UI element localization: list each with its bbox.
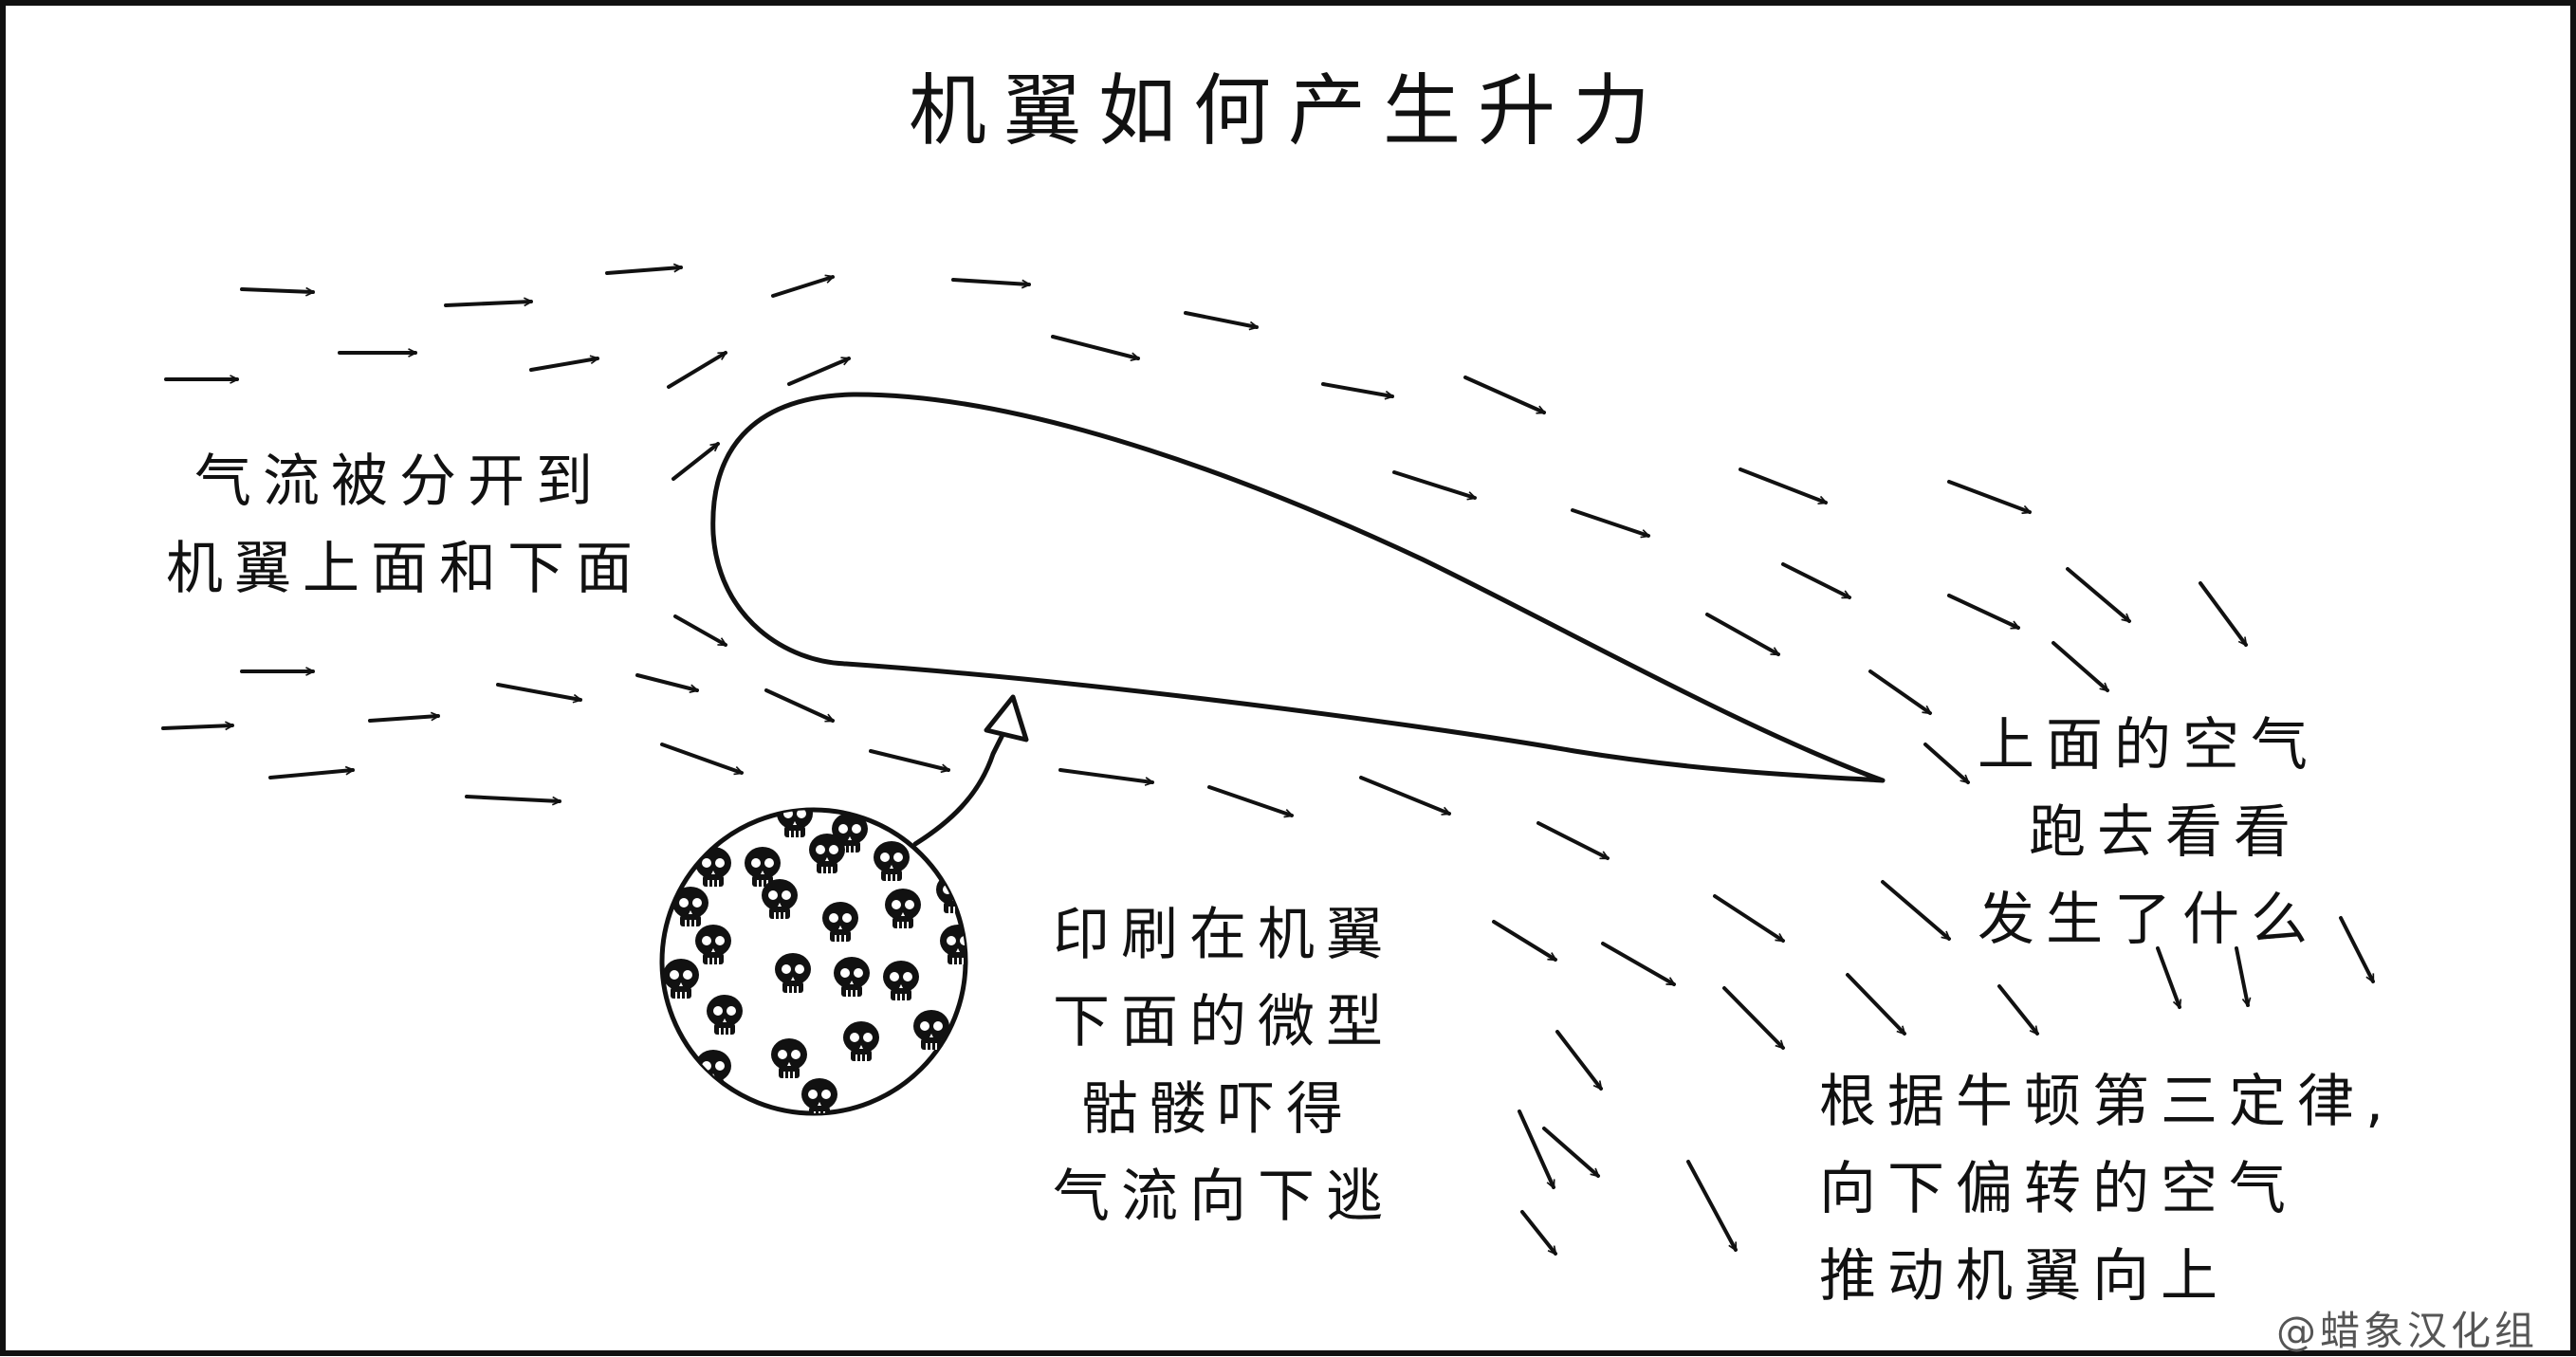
arrow-icon	[1722, 986, 1785, 1050]
arrow-icon	[2235, 946, 2248, 1005]
diagram-title: 机翼如何产生升力	[909, 66, 1668, 156]
top-air-caption-line: 发生了什么	[1978, 887, 2319, 953]
arrow-icon	[2339, 916, 2375, 981]
arrow-icon	[496, 683, 580, 700]
arrow-icon	[2066, 567, 2129, 623]
arrow-icon	[1947, 480, 2030, 512]
arrow-icon	[1051, 335, 1138, 358]
airflow-split-caption-2: 机翼上面和下面	[166, 525, 644, 613]
arrow-icon	[268, 770, 353, 779]
skull-caption: 印刷在机翼 下面的微型 骷髅吓得 气流向下逃	[1053, 891, 1394, 1240]
arrow-icon	[240, 289, 315, 292]
arrow-icon	[787, 357, 849, 386]
split-caption-line: 气流被分开到	[194, 449, 604, 515]
arrow-icon	[1359, 776, 1449, 816]
arrow-icon	[1571, 508, 1648, 536]
newton-caption-line: 向下偏转的空气	[1819, 1156, 2297, 1222]
arrow-icon	[1463, 376, 1544, 414]
arrow-icon	[1601, 942, 1674, 986]
escape-arrow-icon	[912, 723, 1010, 847]
arrow-icon	[1058, 768, 1152, 782]
arrow-icon	[869, 749, 948, 770]
arrow-icon	[1997, 984, 2039, 1034]
arrow-icon	[667, 351, 726, 389]
arrow-icon	[1846, 973, 1906, 1036]
newton-caption: 根据牛顿第三定律, 向下偏转的空气 推动机翼向上	[1819, 1058, 2395, 1320]
top-air-caption-line: 上面的空气	[1978, 712, 2319, 779]
arrow-icon	[672, 442, 718, 481]
newton-caption-line: 推动机翼向上	[1819, 1243, 2229, 1310]
arrow-icon	[1686, 1160, 1738, 1250]
arrow-icon	[1392, 470, 1475, 498]
arrow-icon	[444, 302, 533, 307]
arrow-icon	[465, 795, 561, 801]
arrow-icon	[1492, 920, 1555, 962]
arrow-icon	[1520, 1210, 1557, 1254]
arrow-icon	[161, 725, 234, 728]
arrow-icon	[2199, 581, 2248, 645]
arrow-icon	[1781, 562, 1849, 599]
arrow-icon	[1542, 1127, 1598, 1178]
arrow-icon	[1739, 468, 1826, 504]
skull-caption-line: 骷髅吓得	[1081, 1076, 1354, 1143]
newton-caption-line: 根据牛顿第三定律,	[1819, 1069, 2396, 1135]
arrow-icon	[1868, 669, 1930, 715]
arrow-icon	[529, 358, 598, 372]
arrow-icon	[660, 743, 742, 773]
arrow-icon	[771, 277, 833, 298]
arrow-icon	[1555, 1030, 1603, 1089]
top-air-caption-line: 跑去看看	[2029, 799, 2302, 866]
arrow-icon	[2052, 641, 2107, 692]
arrow-icon	[1713, 894, 1783, 943]
airflow-split-caption: 气流被分开到	[194, 438, 604, 525]
skull-caption-line: 印刷在机翼	[1053, 902, 1394, 968]
arrow-icon	[1184, 311, 1257, 327]
arrow-icon	[1536, 821, 1608, 860]
top-air-caption: 上面的空气 跑去看看 发生了什么	[1978, 702, 2319, 963]
arrow-icon	[764, 688, 833, 723]
arrow-icon	[951, 278, 1031, 284]
arrow-icon	[635, 673, 697, 690]
arrow-icon	[1207, 785, 1292, 816]
skull-caption-line: 下面的微型	[1053, 989, 1394, 1055]
arrow-icon	[605, 267, 681, 275]
arrow-icon	[368, 716, 438, 723]
arrow-icon	[1321, 382, 1392, 396]
arrow-icon	[2156, 946, 2180, 1007]
skull-caption-line: 气流向下逃	[1053, 1164, 1394, 1230]
arrow-icon	[673, 614, 726, 647]
arrow-icon	[1518, 1109, 1555, 1187]
arrow-icon	[1923, 743, 1968, 784]
skull-bubble	[659, 694, 1029, 1116]
airflow-arrows	[161, 267, 2375, 1254]
arrow-icon	[1881, 880, 1949, 941]
arrow-icon	[1947, 594, 2018, 630]
credit-watermark: @蜡象汉化组	[2276, 1308, 2539, 1354]
split-caption-line: 机翼上面和下面	[166, 536, 644, 602]
airfoil-wing	[710, 392, 1886, 783]
arrow-icon	[1705, 613, 1778, 656]
